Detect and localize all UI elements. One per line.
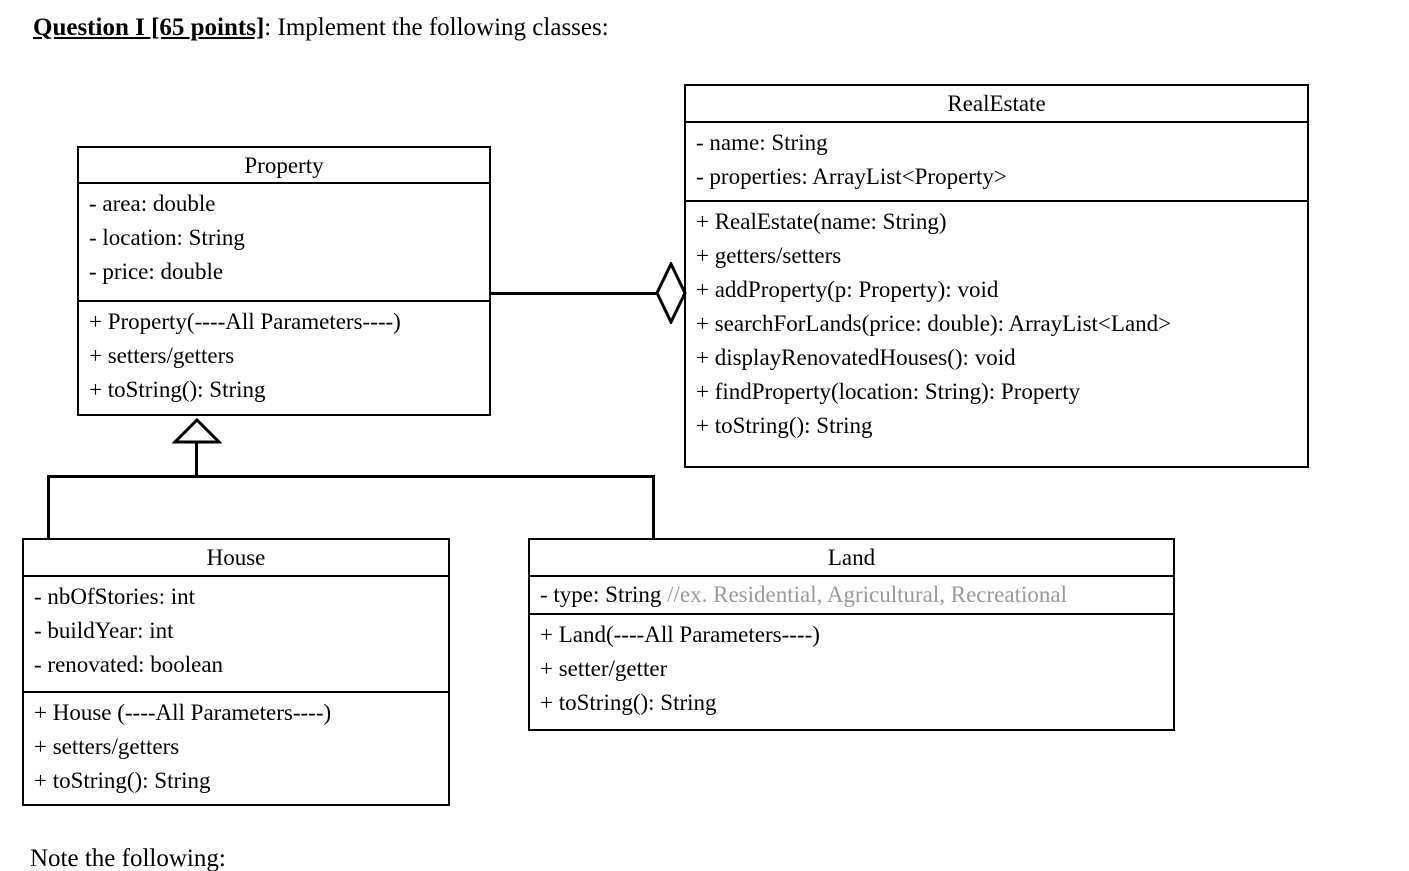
uml-class-house[interactable]: House - nbOfStories: int - buildYear: in… [22, 538, 450, 806]
method-row: + setter/getter [540, 656, 668, 681]
attribute-text: - type: String [540, 582, 662, 607]
attribute-row: - type: String //ex. Residential, Agricu… [530, 577, 1173, 612]
class-name-property: Property [79, 148, 489, 184]
question-text: : Implement the following classes: [264, 14, 609, 41]
attributes-realestate: - name: String - properties: ArrayList<P… [686, 123, 1307, 202]
attributes-property: - area: double - location: String - pric… [79, 184, 489, 302]
methods-property: + Property(----All Parameters----) + set… [79, 302, 489, 411]
method-row: + searchForLands(price: double): ArrayLi… [696, 311, 1172, 336]
attributes-land: - type: String //ex. Residential, Agricu… [530, 577, 1173, 615]
attribute-row: - buildYear: int [34, 618, 174, 643]
method-row: + toString(): String [89, 377, 266, 402]
method-row: + displayRenovatedHouses(): void [696, 345, 1016, 370]
inheritance-leg-land [652, 475, 655, 539]
attribute-row: - area: double [89, 191, 216, 216]
method-row: + setters/getters [34, 734, 180, 759]
method-row: + Land(----All Parameters----) [540, 622, 820, 647]
method-row: + setters/getters [89, 343, 235, 368]
methods-land: + Land(----All Parameters----) + setter/… [530, 615, 1173, 724]
attribute-row: - price: double [89, 259, 224, 284]
inheritance-crossbar [47, 475, 655, 478]
uml-class-property[interactable]: Property - area: double - location: Stri… [77, 146, 491, 416]
attributes-house: - nbOfStories: int - buildYear: int - re… [24, 577, 448, 693]
attribute-row: - nbOfStories: int [34, 584, 195, 609]
method-row: + addProperty(p: Property): void [696, 277, 999, 302]
method-row: + toString(): String [696, 413, 873, 438]
attribute-row: - location: String [89, 225, 245, 250]
inheritance-leg-house [47, 475, 50, 539]
aggregation-line [491, 292, 656, 295]
class-name-house: House [24, 540, 448, 577]
attribute-row: - renovated: boolean [34, 652, 224, 677]
class-name-land: Land [530, 540, 1173, 577]
method-row: + toString(): String [540, 690, 717, 715]
question-heading: Question I [65 points]: Implement the fo… [33, 14, 609, 42]
class-name-realestate: RealEstate [686, 86, 1307, 123]
method-row: + getters/setters [696, 243, 842, 268]
uml-class-land[interactable]: Land - type: String //ex. Residential, A… [528, 538, 1175, 731]
method-row: + House (----All Parameters----) [34, 700, 332, 725]
uml-class-realestate[interactable]: RealEstate - name: String - properties: … [684, 84, 1309, 468]
attribute-row: - properties: ArrayList<Property> [696, 164, 1007, 189]
method-row: + Property(----All Parameters----) [89, 309, 401, 334]
inheritance-stem [195, 441, 198, 477]
question-label: Question I [65 points] [33, 14, 265, 41]
attribute-row: - name: String [696, 130, 828, 155]
footer-note: Note the following: [30, 845, 226, 871]
method-row: + RealEstate(name: String) [696, 209, 947, 234]
method-row: + findProperty(location: String): Proper… [696, 379, 1081, 404]
attribute-comment: //ex. Residential, Agricultural, Recreat… [667, 582, 1067, 607]
methods-realestate: + RealEstate(name: String) + getters/set… [686, 202, 1307, 447]
methods-house: + House (----All Parameters----) + sette… [24, 693, 448, 802]
method-row: + toString(): String [34, 768, 211, 793]
